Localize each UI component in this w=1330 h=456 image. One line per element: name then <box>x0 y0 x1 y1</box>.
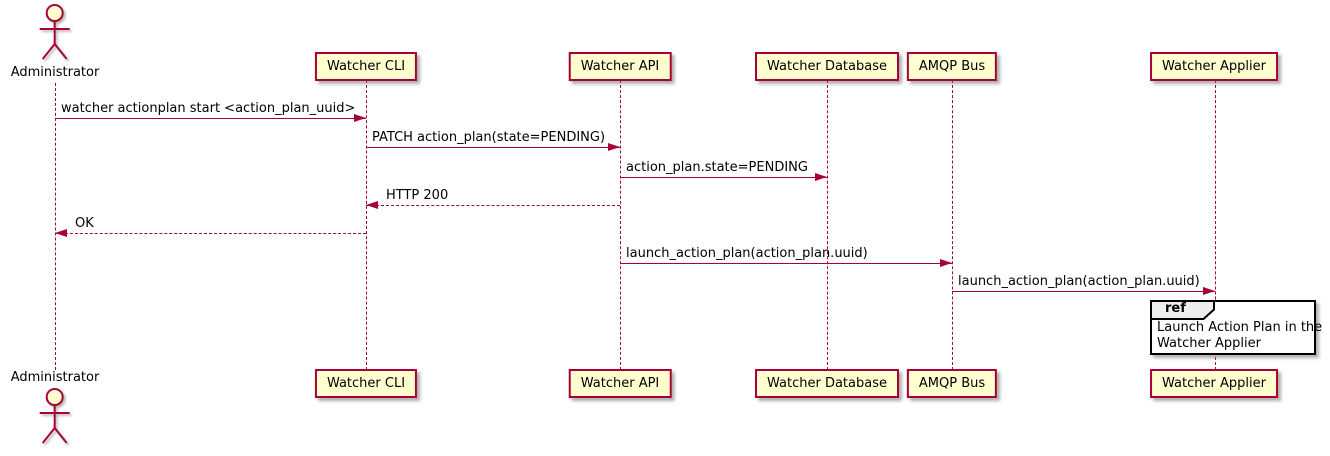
message-arrow <box>366 143 620 151</box>
participant-label: Watcher Applier <box>1162 376 1266 391</box>
participant-label: Watcher Database <box>767 59 887 74</box>
ref-fragment: ref Launch Action Plan in the Watcher Ap… <box>1150 300 1322 355</box>
participant-watcher-cli-bottom: Watcher CLI <box>314 369 418 398</box>
lifeline-administrator <box>55 83 56 370</box>
message-label: HTTP 200 <box>386 188 449 203</box>
actor-icon <box>40 4 70 60</box>
ref-line: Watcher Applier <box>1157 336 1261 351</box>
lifeline-amqp-bus <box>952 80 953 370</box>
participant-label: Watcher Database <box>767 376 887 391</box>
message-label: action_plan.state=PENDING <box>626 160 808 175</box>
ref-keyword: ref <box>1165 301 1186 316</box>
lifeline-watcher-api <box>620 80 621 370</box>
participant-watcher-cli-top: Watcher CLI <box>314 52 418 81</box>
message-2: PATCH action_plan(state=PENDING) <box>366 130 620 151</box>
message-arrow <box>55 229 366 237</box>
actor-label: Administrator <box>10 65 100 80</box>
participant-watcher-applier-top: Watcher Applier <box>1150 52 1278 81</box>
message-arrow <box>620 173 827 181</box>
lifeline-watcher-applier <box>1215 80 1216 370</box>
message-arrow <box>952 287 1215 295</box>
ref-tab: ref <box>1150 300 1216 320</box>
ref-line: Launch Action Plan in the <box>1157 320 1323 335</box>
message-7: launch_action_plan(action_plan.uuid) <box>952 274 1215 295</box>
message-6: launch_action_plan(action_plan.uuid) <box>620 246 952 267</box>
message-arrow <box>366 201 620 209</box>
message-1: watcher actionplan start <action_plan_uu… <box>55 101 366 122</box>
participant-label: Watcher API <box>580 59 660 74</box>
participant-label: Watcher CLI <box>326 59 406 74</box>
participant-watcher-database-top: Watcher Database <box>755 52 899 81</box>
participant-label: Watcher API <box>580 376 660 391</box>
participant-watcher-api-bottom: Watcher API <box>568 369 672 398</box>
actor-administrator-top: Administrator <box>10 3 100 80</box>
message-label: launch_action_plan(action_plan.uuid) <box>626 246 868 261</box>
ref-body: Launch Action Plan in the Watcher Applie… <box>1157 320 1322 352</box>
actor-label: Administrator <box>10 370 100 385</box>
participant-label: Watcher Applier <box>1162 59 1266 74</box>
lifeline-watcher-cli <box>366 80 367 370</box>
message-arrow <box>620 259 952 267</box>
actor-icon <box>40 388 70 444</box>
message-label: PATCH action_plan(state=PENDING) <box>372 130 606 145</box>
participant-amqp-bus-bottom: AMQP Bus <box>906 369 998 398</box>
message-arrow <box>55 114 366 122</box>
lifeline-watcher-database <box>827 80 828 370</box>
message-4: HTTP 200 <box>366 188 620 209</box>
message-3: action_plan.state=PENDING <box>620 160 827 181</box>
participant-watcher-database-bottom: Watcher Database <box>755 369 899 398</box>
message-label: watcher actionplan start <action_plan_uu… <box>61 101 356 116</box>
actor-administrator-bottom: Administrator <box>10 370 100 445</box>
participant-amqp-bus-top: AMQP Bus <box>906 52 998 81</box>
message-5: OK <box>55 216 366 237</box>
participant-label: Watcher CLI <box>326 376 406 391</box>
ref-tab-shape <box>1150 300 1215 320</box>
participant-watcher-applier-bottom: Watcher Applier <box>1150 369 1278 398</box>
message-label: OK <box>75 216 94 231</box>
participant-watcher-api-top: Watcher API <box>568 52 672 81</box>
participant-label: AMQP Bus <box>918 59 986 74</box>
participant-label: AMQP Bus <box>918 376 986 391</box>
message-label: launch_action_plan(action_plan.uuid) <box>958 274 1200 289</box>
